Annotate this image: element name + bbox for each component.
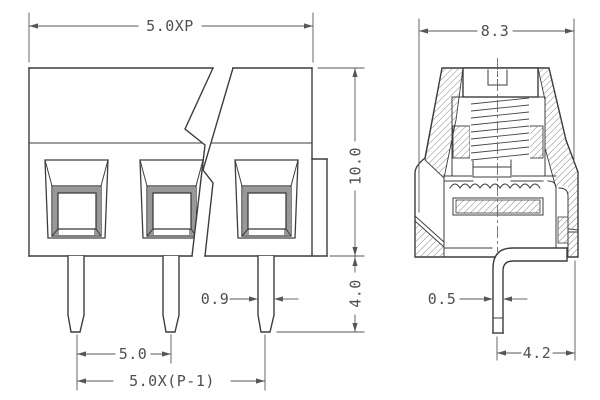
dim-total-width: 5.0XP bbox=[28, 12, 314, 63]
break-whiteout bbox=[185, 68, 233, 256]
arrowhead bbox=[497, 350, 506, 356]
port-bevel-line bbox=[290, 159, 299, 187]
hatch-bottom-right bbox=[567, 231, 579, 258]
arrowhead bbox=[566, 350, 575, 356]
side-solder-pin bbox=[492, 247, 568, 334]
dim-depth-label: 8.3 bbox=[481, 22, 510, 40]
port-bevel-line bbox=[44, 159, 53, 187]
port-clamp-shade-right bbox=[189, 187, 196, 235]
channel-lines bbox=[547, 180, 569, 249]
break-zigzag-right bbox=[202, 67, 234, 257]
dim-pin-span-label: 5.0X(P-1) bbox=[129, 372, 215, 390]
port-clamp-shade-left bbox=[243, 187, 249, 235]
arrowhead bbox=[352, 323, 358, 332]
arrowhead bbox=[352, 257, 358, 266]
wire-port-3 bbox=[234, 159, 299, 239]
arrowhead bbox=[352, 68, 358, 77]
dimension-annotations: 5.0XP 10.0 4.0 0.9 bbox=[28, 12, 576, 391]
dim-pin-width: 0.9 bbox=[201, 290, 299, 308]
port-bevel-line bbox=[51, 228, 59, 237]
port-clamp-shade-left bbox=[53, 187, 59, 235]
wire-port-1 bbox=[44, 159, 109, 239]
pin-2 bbox=[162, 255, 180, 333]
hatch-bottom-left-rib bbox=[414, 215, 445, 243]
port-hole bbox=[247, 192, 287, 230]
port-bevel-line bbox=[100, 159, 109, 187]
dim-pin-thickness-label: 0.5 bbox=[428, 290, 457, 308]
screw-tip-fill bbox=[472, 160, 512, 177]
arrowhead bbox=[256, 378, 265, 384]
port-clamp-shade-left bbox=[148, 187, 154, 235]
hatch-left-wall bbox=[424, 67, 464, 179]
port-clamp-shade-top bbox=[53, 187, 100, 195]
port-clamp-shade-right bbox=[94, 187, 101, 235]
arrowhead bbox=[352, 247, 358, 256]
side-section-view bbox=[414, 58, 579, 334]
screw-head bbox=[462, 67, 539, 98]
dim-pin-offset: 4.2 bbox=[496, 260, 576, 362]
port-bevel-line bbox=[285, 228, 292, 237]
dim-pin-span: 5.0X(P-1) bbox=[76, 334, 266, 391]
dim-pin-width-label: 0.9 bbox=[201, 290, 230, 308]
break-lines bbox=[184, 67, 234, 257]
clamp-screw bbox=[462, 67, 539, 178]
dim-body-height: 10.0 bbox=[317, 67, 365, 257]
wire-port-2 bbox=[139, 159, 204, 239]
port-hole bbox=[57, 192, 97, 230]
pin-3 bbox=[257, 255, 275, 333]
front-view bbox=[28, 67, 328, 333]
dim-total-width-label: 5.0XP bbox=[146, 17, 194, 35]
arrowhead bbox=[419, 28, 428, 34]
channel-hatch-block bbox=[557, 216, 569, 244]
hatch-nut-left bbox=[452, 125, 471, 159]
thread-zone-fill bbox=[470, 98, 530, 162]
dim-depth: 8.3 bbox=[418, 18, 575, 213]
break-zigzag-left bbox=[184, 67, 214, 257]
dim-pin-thickness: 0.5 bbox=[428, 290, 528, 308]
port-bevel-line bbox=[195, 159, 204, 187]
arrowhead bbox=[484, 296, 493, 302]
dim-pitch: 5.0 bbox=[76, 334, 172, 391]
screw-tip-lines bbox=[472, 159, 512, 178]
clamp-right-channel bbox=[547, 180, 569, 249]
arrowhead bbox=[274, 296, 283, 302]
wire-serration-teeth bbox=[449, 183, 541, 189]
port-bevel-line bbox=[241, 228, 249, 237]
arrowhead bbox=[565, 28, 574, 34]
port-bevel-line bbox=[234, 159, 243, 187]
cage-hatched-bar bbox=[455, 199, 541, 214]
port-bevel-line bbox=[95, 228, 102, 237]
dim-body-height-label: 10.0 bbox=[347, 147, 365, 185]
arrowhead bbox=[77, 351, 86, 357]
port-clamp-shade-right bbox=[284, 187, 291, 235]
dim-pin-length-label: 4.0 bbox=[347, 279, 365, 308]
dim-pin-length: 4.0 bbox=[276, 256, 365, 333]
pin-fill bbox=[493, 248, 567, 333]
screw-threads bbox=[470, 97, 530, 161]
pin-inner-edge bbox=[502, 247, 568, 334]
port-bevel-line bbox=[146, 228, 154, 237]
port-bevel-line bbox=[139, 159, 148, 187]
hatch-bottom-left bbox=[414, 219, 445, 258]
arrowhead bbox=[29, 23, 38, 29]
port-clamp-shade-top bbox=[148, 187, 195, 195]
arrowhead bbox=[77, 378, 86, 384]
pin-outer-edge bbox=[492, 247, 568, 334]
arrowhead bbox=[304, 23, 313, 29]
dim-pitch-label: 5.0 bbox=[119, 345, 148, 363]
pin-1 bbox=[67, 255, 85, 333]
arrowhead bbox=[249, 296, 258, 302]
port-clamp-shade-top bbox=[243, 187, 290, 195]
dim-pin-offset-label: 4.2 bbox=[523, 344, 552, 362]
port-hole bbox=[152, 192, 192, 230]
arrowhead bbox=[162, 351, 171, 357]
arrowhead bbox=[503, 296, 512, 302]
